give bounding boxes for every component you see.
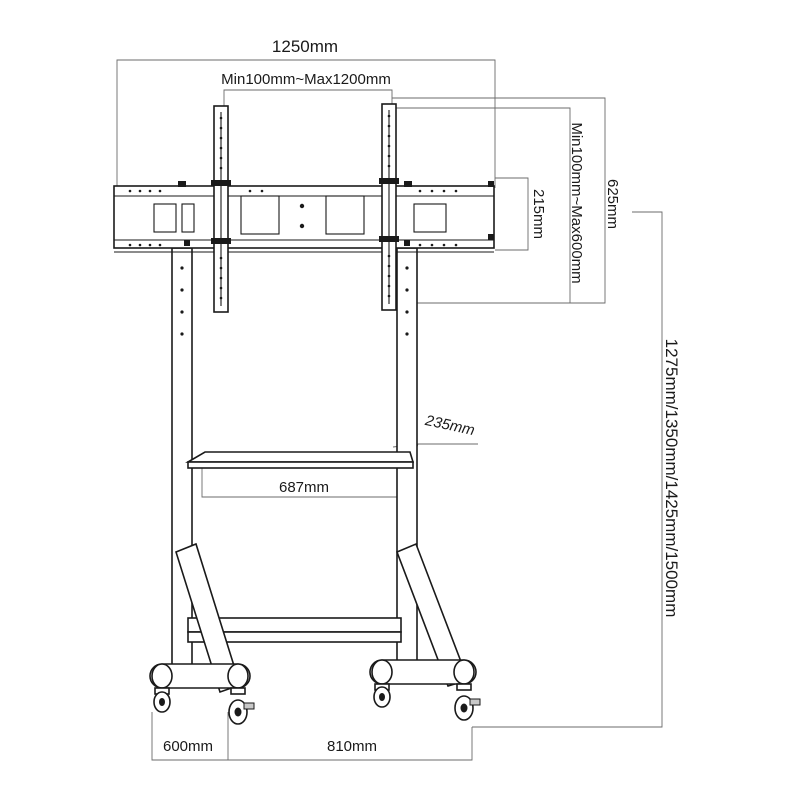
total-height-guide xyxy=(472,211,663,728)
lower-crossbar-bottom xyxy=(187,631,402,643)
vesa-vertical-label: Min100mm~Max600mm xyxy=(568,122,585,283)
horizontal-mount-bracket xyxy=(113,181,495,253)
caster-wheel-back-left xyxy=(228,687,255,725)
base-width-guide xyxy=(228,727,473,761)
total-height-label: 1275mm/1350mm/1425mm/1500mm xyxy=(662,339,681,618)
pole-height-holes xyxy=(180,266,409,336)
shelf-depth-label: 235mm xyxy=(423,412,476,439)
caster-wheel-back-right xyxy=(454,683,481,721)
shelf-top xyxy=(185,451,415,463)
overall-width-label: 1250mm xyxy=(272,37,338,56)
vesa-horizontal-guide xyxy=(223,89,393,108)
dimension-guides xyxy=(116,59,663,761)
left-foot xyxy=(149,663,251,689)
base-depth-label: 600mm xyxy=(163,738,213,755)
dimension-labels: 1250mm Min100mm~Max1200mm Min100mm~Max60… xyxy=(163,37,681,755)
right-vesa-arm xyxy=(379,103,399,311)
base-depth-guide xyxy=(151,712,229,761)
vesa-arms xyxy=(211,103,399,313)
caster-wheel-front-right xyxy=(373,683,391,708)
bracket-holes xyxy=(128,189,458,247)
shelf-width-label: 687mm xyxy=(279,479,329,496)
base-feet xyxy=(149,659,477,689)
lower-crossbars xyxy=(187,617,402,643)
caster-wheel-front-left xyxy=(153,687,171,713)
overall-width-guide xyxy=(116,59,496,188)
shelf-depth-guide xyxy=(412,443,478,459)
caster-wheels xyxy=(153,683,481,725)
shelf-front xyxy=(187,461,414,469)
bracket-plate xyxy=(113,185,495,249)
bracket-height-label: 215mm xyxy=(530,189,547,239)
bracket-overall-guide xyxy=(392,97,606,304)
vesa-vertical-guide xyxy=(392,107,571,304)
overall-bracket-height-label: 625mm xyxy=(604,179,621,229)
right-foot xyxy=(369,659,477,685)
base-width-label: 810mm xyxy=(327,738,377,755)
vesa-horizontal-label: Min100mm~Max1200mm xyxy=(221,71,391,88)
left-vesa-arm xyxy=(211,105,231,313)
bracket-height-guide xyxy=(495,177,529,251)
shelf xyxy=(185,451,415,469)
